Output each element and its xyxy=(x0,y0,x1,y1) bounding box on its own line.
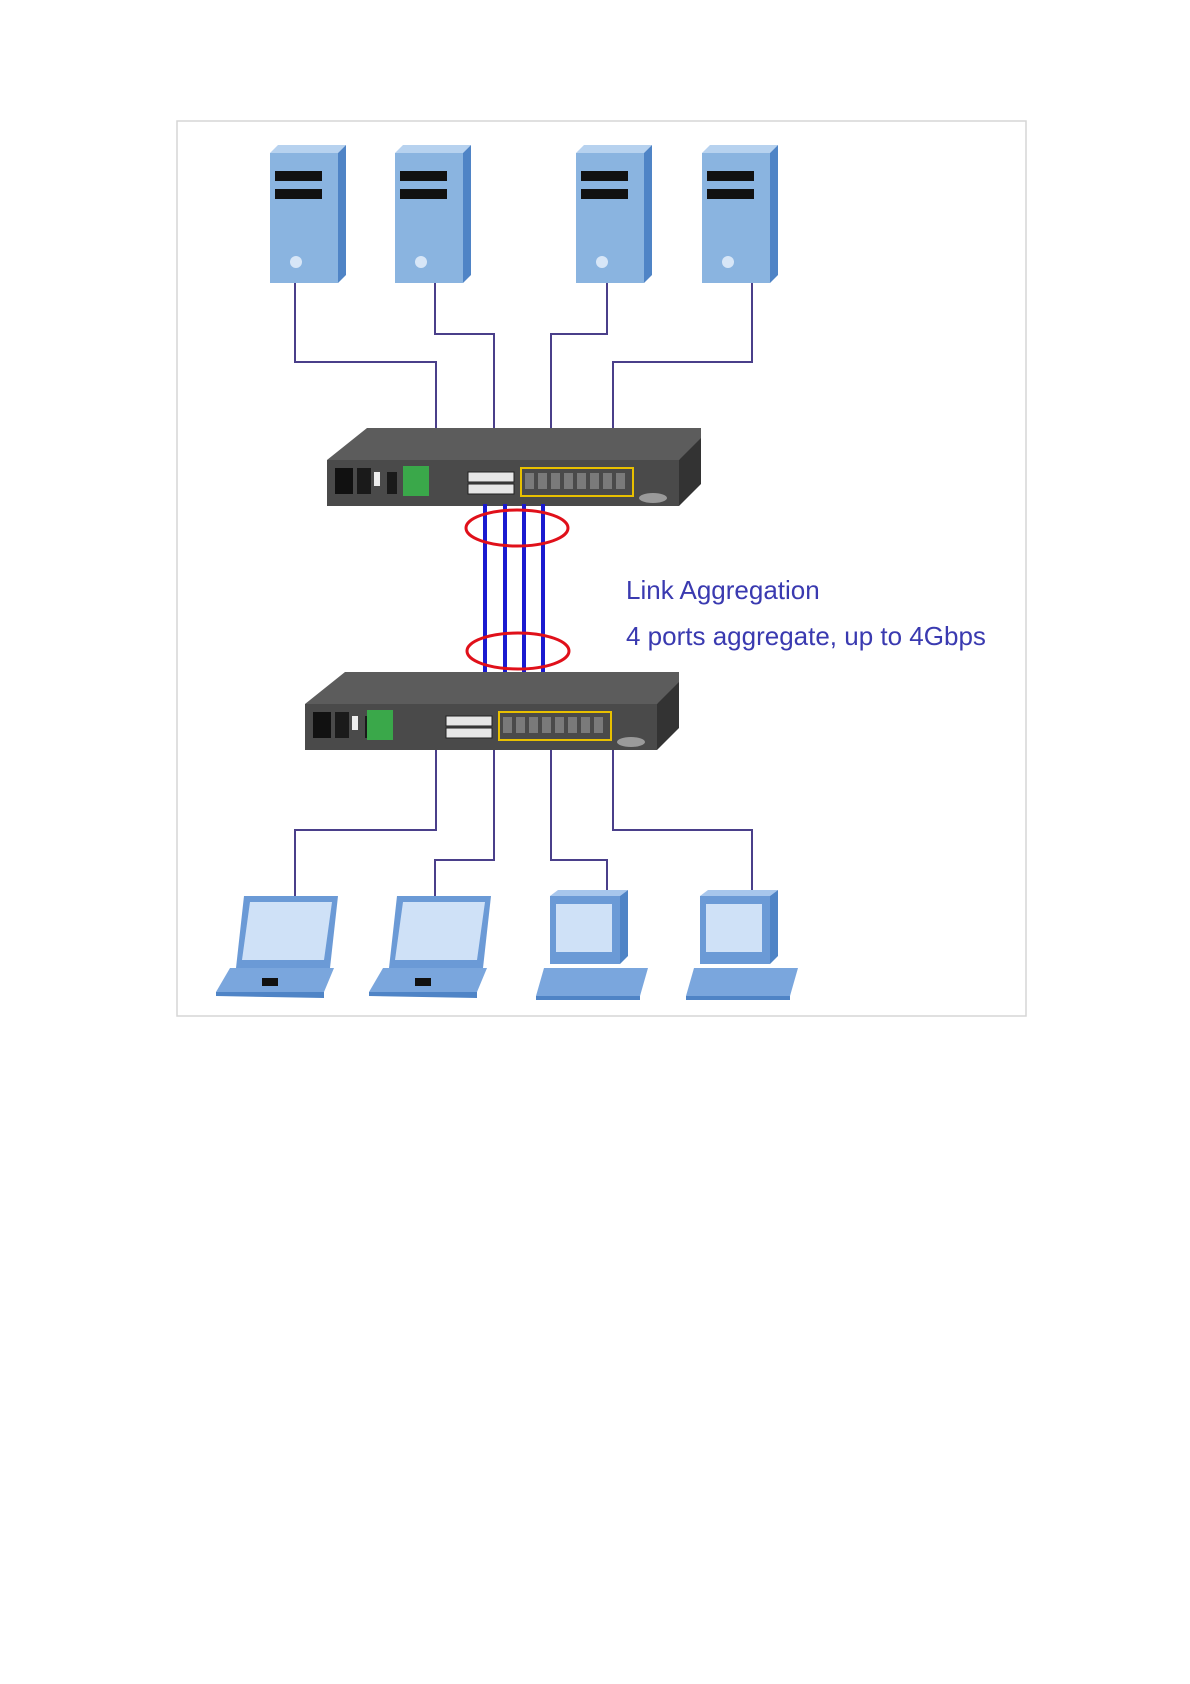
caption-subtitle: 4 ports aggregate, up to 4Gbps xyxy=(626,621,986,651)
server-4 xyxy=(702,145,778,283)
network-switch-icon xyxy=(305,672,679,750)
caption-title: Link Aggregation xyxy=(626,575,820,605)
server-icon xyxy=(702,145,778,283)
server-3 xyxy=(576,145,652,283)
switch-top xyxy=(327,428,701,506)
server-icon xyxy=(576,145,652,283)
network-switch-icon xyxy=(327,428,701,506)
server-icon xyxy=(270,145,346,283)
server-1 xyxy=(270,145,346,283)
server-icon xyxy=(395,145,471,283)
switch-bottom xyxy=(305,672,679,750)
server-2 xyxy=(395,145,471,283)
